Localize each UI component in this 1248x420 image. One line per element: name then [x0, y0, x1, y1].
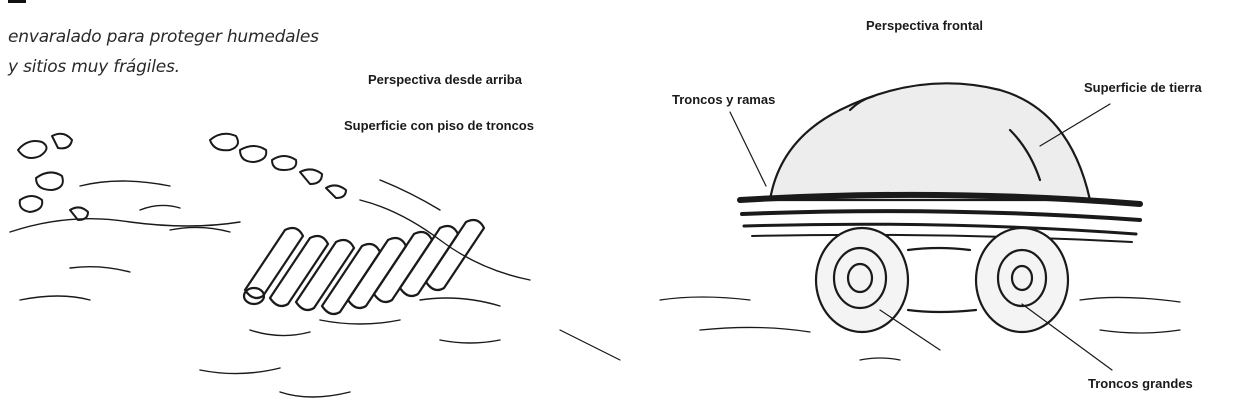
branches-label: Troncos y ramas — [672, 92, 776, 107]
earth-surface-label: Superficie de tierra — [1084, 80, 1202, 95]
ground-lines — [659, 296, 1181, 361]
floor-logs — [242, 218, 486, 316]
clipped-heading-fragment — [8, 0, 26, 3]
log-path-top-view-illustration — [9, 132, 621, 398]
big-logs — [814, 226, 1070, 334]
terrain-lines — [9, 179, 531, 398]
caption-line-1: envaralado para proteger humedales — [8, 27, 319, 47]
edge-line — [559, 329, 621, 361]
earth-mound — [768, 82, 1092, 202]
left-view-label: Perspectiva desde arriba — [368, 72, 522, 87]
left-surface-label: Superficie con piso de troncos — [344, 118, 534, 133]
branches-layer — [737, 191, 1143, 243]
rocks-middle — [209, 132, 347, 199]
rocks-left — [17, 132, 89, 221]
big-logs-label: Troncos grandes — [1088, 376, 1193, 391]
label-pointers — [729, 103, 1113, 371]
right-view-label: Perspectiva frontal — [866, 18, 984, 33]
caption-line-2: y sitios muy frágiles. — [8, 57, 180, 77]
